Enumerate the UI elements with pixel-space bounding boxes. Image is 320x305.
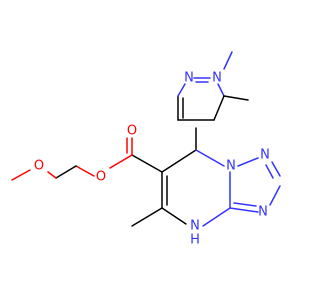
atom-o-ester: O bbox=[96, 170, 106, 185]
bond-n-bridge-n1 bbox=[237, 157, 259, 167]
bond-c6-carbonyl bbox=[131, 154, 163, 173]
bond-c5-n4 bbox=[161, 207, 187, 225]
bond-n3-c3a bbox=[229, 207, 259, 213]
atom-n-triazole-top: N bbox=[260, 148, 270, 163]
atom-n-fused-bridge: N bbox=[226, 159, 236, 174]
bond-n1-c2 bbox=[271, 161, 281, 177]
atom-labels: N N N N N N H O O O bbox=[34, 71, 270, 248]
atom-n-pyrazole-methyl: N bbox=[212, 71, 222, 86]
bond-c5-methyl bbox=[131, 207, 163, 227]
bond-c-n-top bbox=[177, 83, 186, 97]
atom-n-pyrazole-top: N bbox=[184, 71, 194, 86]
molecule-structure: N N N N N N H O O O bbox=[11, 51, 281, 248]
bond-c2-n3 bbox=[269, 185, 281, 206]
bond-o-ch2 bbox=[75, 165, 95, 177]
bond-ch2-o bbox=[47, 171, 57, 179]
bond-n-c5 bbox=[217, 83, 225, 97]
atom-nh: N bbox=[190, 219, 200, 234]
atom-n-triazole-right: N bbox=[258, 205, 268, 220]
atom-o-carbonyl: O bbox=[127, 124, 137, 139]
bond-n3-c3a-double bbox=[233, 202, 257, 207]
bond-n4-c3a bbox=[202, 207, 231, 227]
bond-c5-methyl bbox=[223, 95, 249, 101]
bond-n-bridge-c7 bbox=[195, 149, 225, 167]
bond-ch2-ch2 bbox=[55, 165, 77, 179]
bond-c5-c4 bbox=[213, 95, 225, 121]
bond-n1-c2-double bbox=[265, 164, 274, 179]
bonds bbox=[11, 51, 281, 227]
atom-nh-hydrogen: H bbox=[190, 233, 200, 248]
bond-n-methyl bbox=[223, 51, 233, 70]
molecule-canvas: N N N N N N H O O O bbox=[11, 51, 281, 248]
bond-o-methyl bbox=[11, 169, 31, 181]
atom-o-ether: O bbox=[34, 159, 44, 174]
bond-c-o-ester bbox=[109, 154, 133, 169]
bond-c7-c6 bbox=[161, 149, 197, 173]
